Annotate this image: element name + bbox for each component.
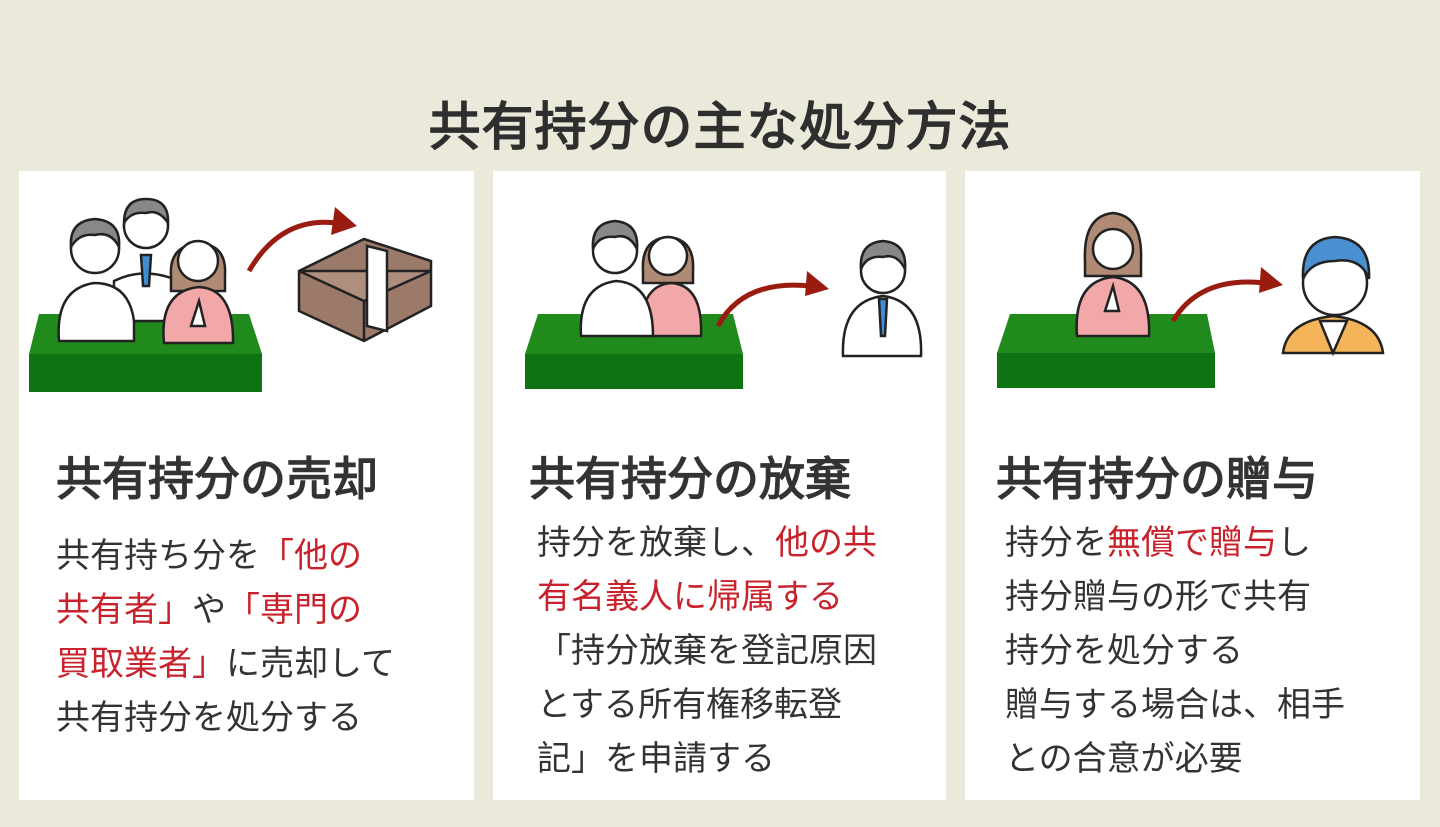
text-segment: とする所有権移転登 (537, 685, 842, 725)
highlight-text: 無償で贈与 (1107, 523, 1277, 563)
text-segment: 共有持ち分を (56, 536, 260, 576)
woman-icon (162, 239, 235, 345)
text-segment: や (192, 590, 226, 630)
person-icon (1281, 235, 1385, 357)
description-line: 持分贈与の形で共有 (1005, 570, 1395, 624)
text-segment: 持分贈与の形で共有 (1005, 577, 1311, 617)
card-title: 共有持分の放棄 (529, 452, 851, 506)
woman-icon (641, 235, 703, 338)
text-segment: 贈与する場合は、相手 (1005, 685, 1345, 725)
gift-illustration (997, 211, 1385, 388)
man-icon (57, 217, 136, 343)
text-segment: 記」を申請する (537, 739, 775, 779)
card-title: 共有持分の贈与 (996, 452, 1318, 506)
man-icon (579, 219, 655, 338)
highlight-text: 有名義人に帰属する (537, 577, 843, 617)
card-description: 持分を無償で贈与し 持分贈与の形で共有 持分を処分する 贈与する場合は、相手 と… (1005, 516, 1395, 786)
highlight-text: 「他の (260, 536, 362, 576)
woman-icon (1075, 211, 1151, 338)
description-line: 買取業者」に売却して (56, 637, 456, 691)
description-line: 持分を無償で贈与し (1005, 516, 1395, 570)
sale-illustration (29, 197, 433, 392)
card-description: 持分を放棄し、他の共 有名義人に帰属する 「持分放棄を登記原因 とする所有権移転… (537, 516, 917, 786)
description-line: とする所有権移転登 (537, 678, 917, 732)
highlight-text: 共有者」 (56, 590, 192, 630)
text-segment: に売却して (226, 644, 395, 684)
arrow-icon (246, 207, 357, 273)
description-line: との合意が必要 (1005, 732, 1395, 786)
abandonment-illustration (525, 219, 923, 389)
description-line: 記」を申請する (537, 732, 917, 786)
cash-bundle-icon (297, 237, 433, 343)
card-abandonment: 共有持分の放棄 持分を放棄し、他の共 有名義人に帰属する 「持分放棄を登記原因 … (493, 171, 946, 800)
text-segment: 「持分放棄を登記原因 (537, 631, 877, 671)
text-segment: し (1277, 523, 1311, 563)
card-description: 共有持ち分を「他の 共有者」や「専門の 買取業者」に売却して 共有持分を処分する (56, 529, 456, 745)
description-line: 「持分放棄を登記原因 (537, 624, 917, 678)
description-line: 有名義人に帰属する (537, 570, 917, 624)
page-title: 共有持分の主な処分方法 (428, 97, 1012, 158)
highlight-text: 「専門の (226, 590, 362, 630)
text-segment: 共有持分を処分する (56, 698, 362, 738)
card-sale: 共有持分の売却 共有持ち分を「他の 共有者」や「専門の 買取業者」に売却して 共… (19, 171, 474, 800)
text-segment: 持分を (1005, 523, 1107, 563)
description-line: 共有者」や「専門の (56, 583, 456, 637)
description-line: 持分を放棄し、他の共 (537, 516, 917, 570)
highlight-text: 買取業者」 (56, 644, 226, 684)
card-title: 共有持分の売却 (56, 452, 378, 506)
description-line: 共有持ち分を「他の (56, 529, 456, 583)
text-segment: 持分を放棄し、 (537, 523, 775, 563)
text-segment: 持分を処分する (1005, 631, 1243, 671)
description-line: 贈与する場合は、相手 (1005, 678, 1395, 732)
arrow-icon (715, 271, 829, 328)
description-line: 持分を処分する (1005, 624, 1395, 678)
arrow-icon (1170, 267, 1283, 323)
text-segment: との合意が必要 (1005, 739, 1243, 779)
card-gift: 共有持分の贈与 持分を無償で贈与し 持分贈与の形で共有 持分を処分する 贈与する… (965, 171, 1420, 800)
description-line: 共有持分を処分する (56, 691, 456, 745)
man-with-tie-icon (841, 239, 923, 358)
highlight-text: 他の共 (775, 523, 877, 563)
